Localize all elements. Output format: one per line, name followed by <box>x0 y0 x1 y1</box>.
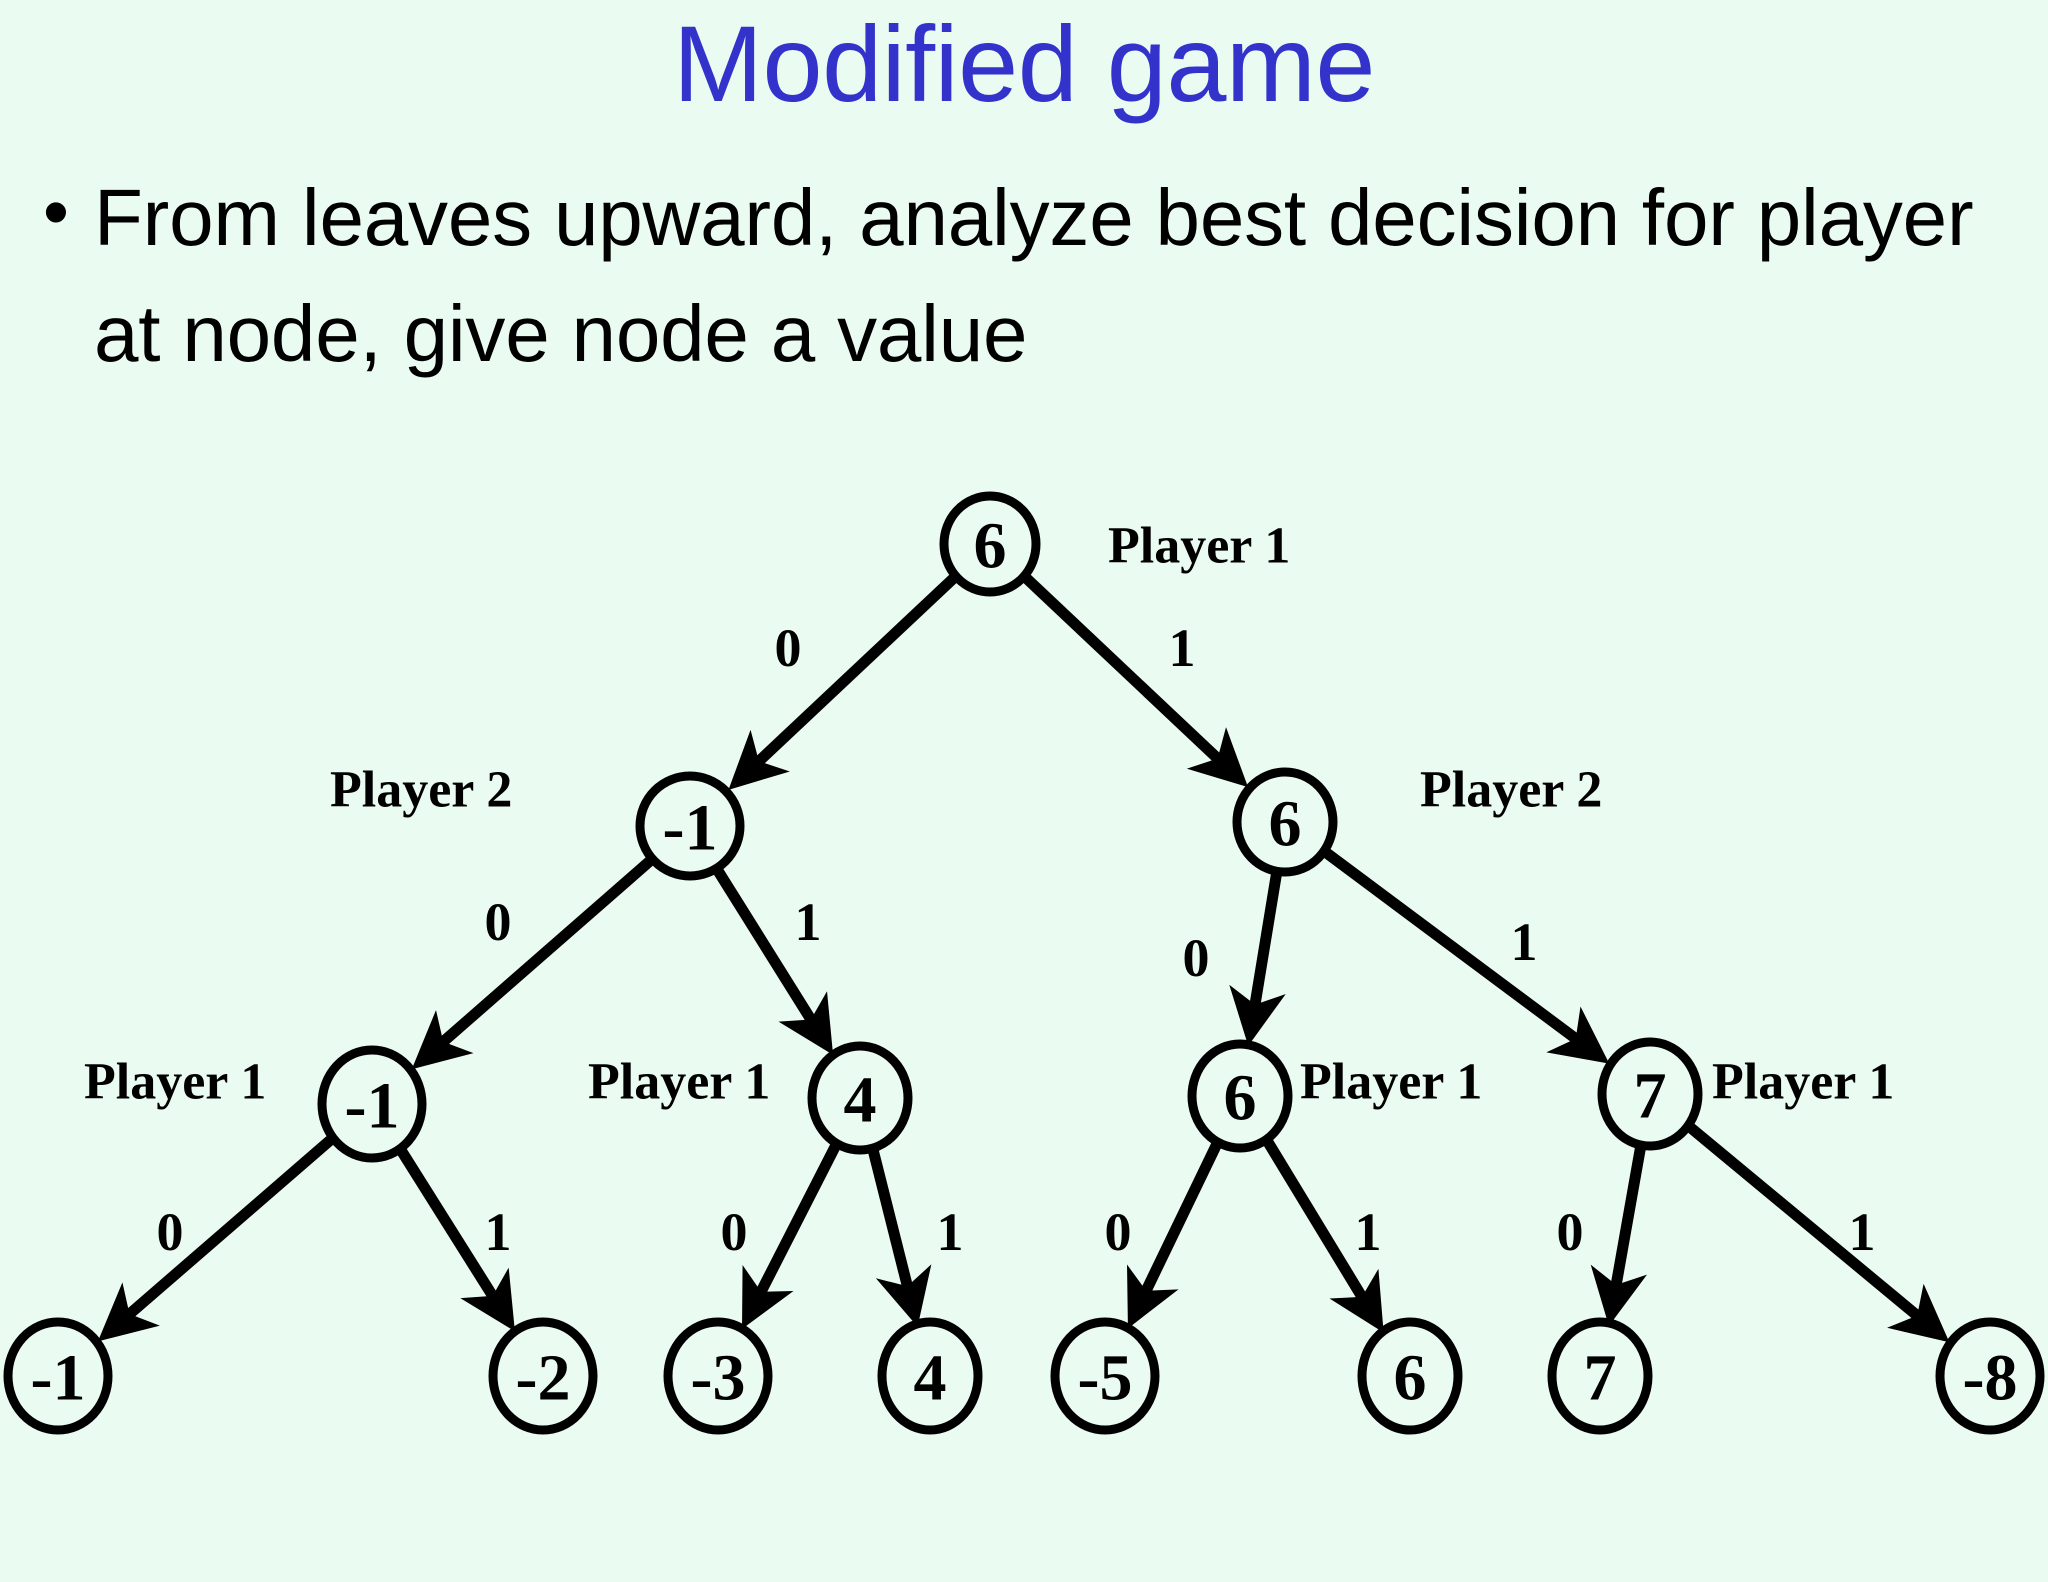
node-value-l0: -1 <box>31 1342 86 1415</box>
tree-edge-n01-l3 <box>867 1147 932 1327</box>
player-label-1: Player 2 <box>330 762 512 819</box>
bullet-item-text: From leaves upward, analyze best decisio… <box>94 173 1974 378</box>
tree-edge-n00-l1 <box>396 1146 515 1332</box>
tree-edge-n1-n10 <box>1229 872 1286 1046</box>
node-value-n1: 6 <box>1269 788 1302 861</box>
player-label-2: Player 2 <box>1420 762 1602 819</box>
tree-node-l3[interactable]: 4 <box>877 1317 983 1435</box>
tree-node-l5[interactable]: 6 <box>1357 1317 1463 1435</box>
node-circle-l6[interactable] <box>1547 1317 1653 1435</box>
node-circle-n10[interactable] <box>1187 1039 1293 1153</box>
page-title: Modified game <box>673 3 1375 124</box>
tree-edge-layer <box>97 574 1950 1343</box>
node-value-l5: 6 <box>1394 1342 1427 1415</box>
player-label-0: Player 1 <box>1108 518 1290 575</box>
node-value-root: 6 <box>974 510 1007 583</box>
tree-node-root[interactable]: 6 <box>939 491 1041 597</box>
edge-label-n01-l2: 0 <box>721 1202 748 1262</box>
edge-label-n0-n01: 1 <box>795 892 822 952</box>
node-value-l3: 4 <box>914 1342 947 1415</box>
player-label-3: Player 1 <box>84 1054 266 1111</box>
tree-edge-n00-l0 <box>97 1135 335 1342</box>
tree-node-n00[interactable]: -1 <box>317 1045 427 1163</box>
node-value-l2: -3 <box>691 1342 746 1415</box>
edge-label-n10-l5: 1 <box>1355 1202 1382 1262</box>
node-value-n10: 6 <box>1224 1062 1257 1135</box>
edge-label-n11-l7: 1 <box>1849 1202 1876 1262</box>
node-circle-l1[interactable] <box>488 1317 598 1435</box>
node-circle-l7[interactable] <box>1935 1317 2045 1435</box>
edge-label-root-n1: 1 <box>1169 618 1196 678</box>
tree-node-n10[interactable]: 6 <box>1187 1039 1293 1153</box>
node-circle-n11[interactable] <box>1597 1037 1703 1151</box>
edge-label-n01-l3: 1 <box>937 1202 964 1262</box>
node-value-l1: -2 <box>516 1342 571 1415</box>
node-circle-n1[interactable] <box>1232 767 1338 877</box>
tree-node-l7[interactable]: -8 <box>1935 1317 2045 1435</box>
tree-edge-n1-n11 <box>1323 848 1610 1064</box>
tree-node-n11[interactable]: 7 <box>1597 1037 1703 1151</box>
node-circle-n0[interactable] <box>635 771 745 881</box>
node-circle-l3[interactable] <box>877 1317 983 1435</box>
node-circle-n01[interactable] <box>807 1041 913 1155</box>
node-circle-l4[interactable] <box>1050 1317 1160 1435</box>
node-circle-l0[interactable] <box>3 1317 113 1435</box>
node-circle-n00[interactable] <box>317 1045 427 1163</box>
player-label-4: Player 1 <box>588 1054 770 1111</box>
edge-label-n00-l1: 1 <box>485 1202 512 1262</box>
tree-node-l4[interactable]: -5 <box>1050 1317 1160 1435</box>
bullet-marker-icon: • <box>43 170 69 253</box>
tree-edge-root-n1 <box>1022 574 1249 788</box>
tree-edge-n11-l6 <box>1590 1144 1648 1326</box>
node-value-n0: -1 <box>663 792 718 865</box>
tree-edge-n10-l4 <box>1127 1140 1223 1329</box>
edge-label-n1-n11: 1 <box>1511 912 1538 972</box>
edge-label-n0-n00: 0 <box>485 892 512 952</box>
tree-edge-root-n0 <box>728 574 958 790</box>
bullet-list-item: • From leaves upward, analyze best decis… <box>18 160 2028 392</box>
tree-node-n01[interactable]: 4 <box>807 1041 913 1155</box>
tree-edge-n11-l7 <box>1686 1122 1950 1343</box>
edge-label-n1-n10: 0 <box>1183 928 1210 988</box>
tree-edge-label-layer: 0 1 0 1 0 1 0 1 0 1 0 1 0 1 <box>157 618 1876 1262</box>
edge-label-root-n0: 0 <box>775 618 802 678</box>
player-label-5: Player 1 <box>1300 1054 1482 1111</box>
tree-node-l1[interactable]: -2 <box>488 1317 598 1435</box>
tree-edge-n01-l2 <box>742 1141 842 1329</box>
tree-node-l2[interactable]: -3 <box>663 1317 773 1435</box>
tree-node-n0[interactable]: -1 <box>635 771 745 881</box>
tree-node-layer: 6 -1 6 -1 4 6 7 -1 -2 -3 4 -5 6 7 -8 <box>3 491 2045 1435</box>
node-circle-l5[interactable] <box>1357 1317 1463 1435</box>
tree-player-label-layer: Player 1 Player 2 Player 2 Player 1 Player 1… <box>84 518 1894 1111</box>
node-value-n00: -1 <box>345 1070 400 1143</box>
node-circle-l2[interactable] <box>663 1317 773 1435</box>
tree-node-l0[interactable]: -1 <box>3 1317 113 1435</box>
tree-node-n1[interactable]: 6 <box>1232 767 1338 877</box>
node-value-l4: -5 <box>1078 1342 1133 1415</box>
tree-edge-n10-l5 <box>1262 1137 1384 1333</box>
edge-label-n10-l4: 0 <box>1105 1202 1132 1262</box>
edge-label-n11-l6: 0 <box>1557 1202 1584 1262</box>
node-value-n11: 7 <box>1634 1060 1667 1133</box>
tree-edge-n0-n01 <box>713 868 834 1055</box>
player-label-6: Player 1 <box>1712 1054 1894 1111</box>
node-value-l6: 7 <box>1584 1342 1617 1415</box>
node-value-n01: 4 <box>844 1064 877 1137</box>
tree-node-l6[interactable]: 7 <box>1547 1317 1653 1435</box>
tree-edge-n0-n00 <box>411 857 653 1070</box>
edge-label-n00-l0: 0 <box>157 1202 184 1262</box>
node-circle-root[interactable] <box>939 491 1041 597</box>
node-value-l7: -8 <box>1963 1342 2018 1415</box>
